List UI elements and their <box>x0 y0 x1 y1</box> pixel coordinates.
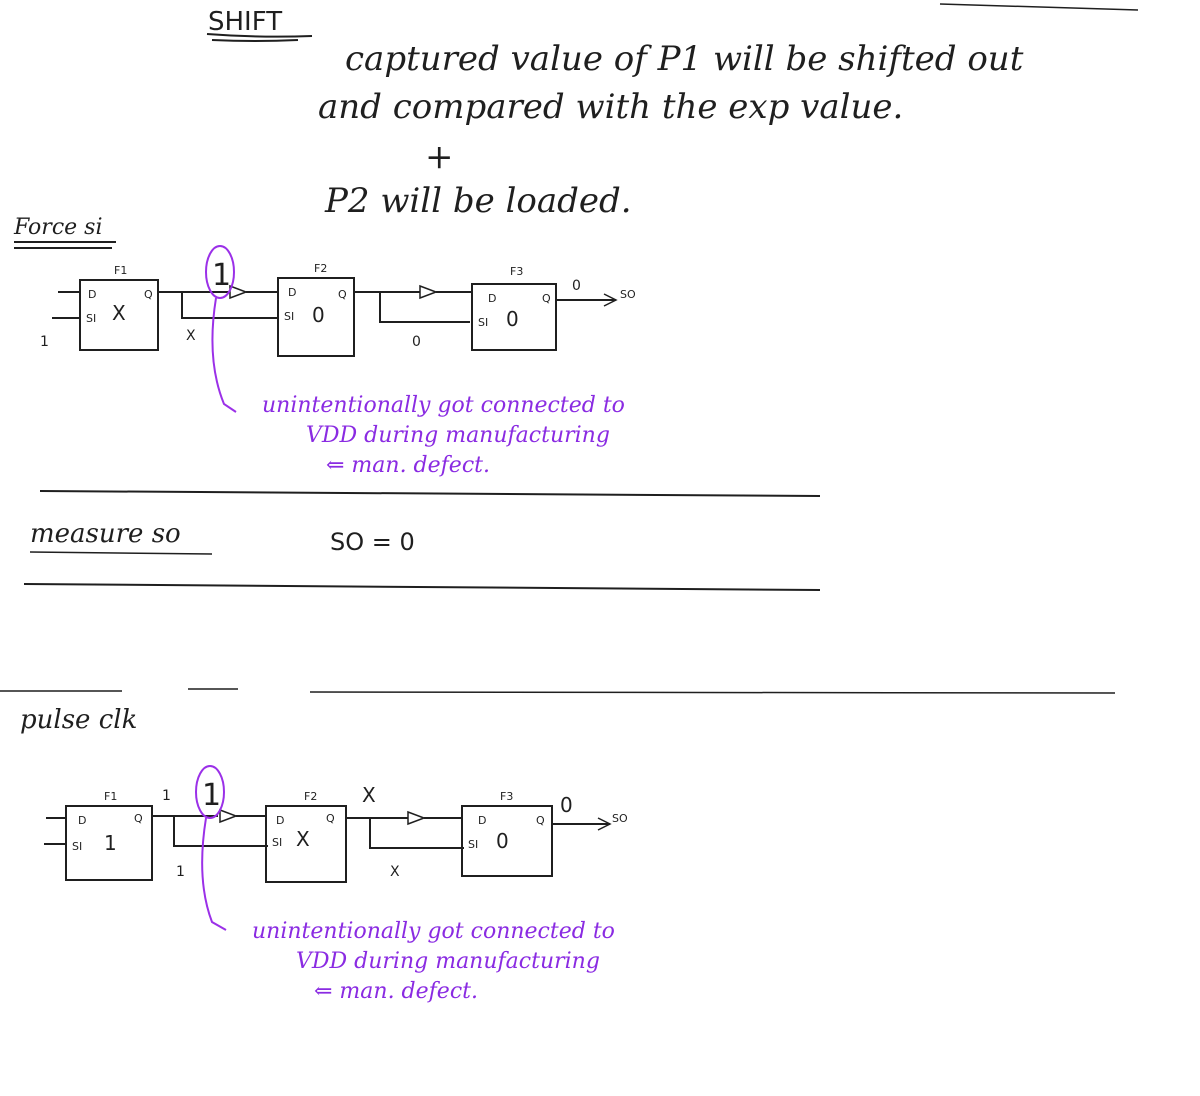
force-ff1-value: X <box>112 301 126 325</box>
force-f3-out: 0 <box>572 278 581 294</box>
force-so-arrow <box>603 293 618 307</box>
note-plus: + <box>425 137 454 177</box>
pulse-ff2-name: F2 <box>304 790 317 803</box>
force-defect-note-2: VDD during manufacturing <box>306 423 610 448</box>
force-so-label: SO <box>620 288 636 301</box>
force-ff2-q: Q <box>338 288 347 301</box>
force-ff1-q: Q <box>144 288 153 301</box>
pulse-ff1-q: Q <box>134 812 143 825</box>
force-buffer-1 <box>229 284 249 300</box>
measure-heading: measure so <box>30 519 181 549</box>
force-ff2-si: SI <box>284 310 294 323</box>
force-ff2-value: 0 <box>312 303 325 327</box>
force-ff2-name: F2 <box>314 262 327 275</box>
force-buffer-2 <box>419 284 439 300</box>
pulse-ff3-value: 0 <box>496 829 509 853</box>
measure-underline <box>29 551 213 555</box>
pulse-ff3-d: D <box>478 814 486 827</box>
pulse-ff2-box <box>265 805 347 883</box>
divider-3c <box>309 691 1116 694</box>
force-fault-circle <box>205 245 235 299</box>
pulse-ff2-q: Q <box>326 812 335 825</box>
force-ff1-box <box>79 279 159 351</box>
divider-2 <box>23 583 821 591</box>
force-ff2-box <box>277 277 355 357</box>
pulse-fault-symbol: 1 <box>202 778 221 813</box>
pulse-net-f2q-bottom: X <box>390 864 400 880</box>
force-ff3-si: SI <box>478 316 488 329</box>
pulse-ff2-d: D <box>276 814 284 827</box>
force-ff1-si: SI <box>86 312 96 325</box>
force-ff3-d: D <box>488 292 496 305</box>
measure-result: SO = 0 <box>330 528 415 556</box>
shift-title: SHIFT <box>208 7 282 37</box>
pulse-so-label: SO <box>612 812 628 825</box>
pulse-net-f2q-top: X <box>362 783 376 807</box>
pulse-f3-out: 0 <box>560 793 573 817</box>
force-ff3-box <box>471 283 557 351</box>
pulse-heading: pulse clk <box>20 705 137 735</box>
pulse-defect-note-1: unintentionally got connected to <box>252 919 615 944</box>
pulse-fault-arrow <box>201 817 227 931</box>
pulse-net-f1q-top: 1 <box>162 788 171 804</box>
pulse-buffer-2 <box>407 810 427 826</box>
force-ff3-value: 0 <box>506 307 519 331</box>
force-ff1-name: F1 <box>114 264 127 277</box>
force-net-f2q: 0 <box>412 334 421 350</box>
pulse-ff2-si: SI <box>272 836 282 849</box>
note-line-1: captured value of P1 will be shifted out <box>345 39 1024 79</box>
pulse-ff3-name: F3 <box>500 790 513 803</box>
pulse-ff1-value: 1 <box>104 831 117 855</box>
force-ff3-q: Q <box>542 292 551 305</box>
pulse-defect-note-3: ⇐ man. defect. <box>314 979 478 1004</box>
shift-underline <box>206 33 313 38</box>
pulse-defect-note-2: VDD during manufacturing <box>296 949 600 974</box>
pulse-fault-circle <box>195 765 225 819</box>
top-rule <box>939 3 1139 11</box>
pulse-ff1-d: D <box>78 814 86 827</box>
force-defect-note-1: unintentionally got connected to <box>262 393 625 418</box>
force-circuit: F1 D SI Q X 1 X 1 F2 D SI Q 0 0 F3 D <box>40 245 636 413</box>
shift-underline-2 <box>211 39 299 42</box>
force-fault-symbol: 1 <box>212 258 231 293</box>
force-si-input: 1 <box>40 334 49 350</box>
pulse-ff3-box <box>461 805 553 877</box>
pulse-ff3-q: Q <box>536 814 545 827</box>
pulse-ff1-si: SI <box>72 840 82 853</box>
force-ff2-d: D <box>288 286 296 299</box>
note-line-3: P2 will be loaded. <box>324 181 632 221</box>
force-ff1-d: D <box>88 288 96 301</box>
pulse-net-f1q-bottom: 1 <box>176 864 185 880</box>
force-net-f1q: X <box>186 328 196 344</box>
force-ff3-name: F3 <box>510 265 523 278</box>
divider-1 <box>39 490 821 497</box>
pulse-ff1-name: F1 <box>104 790 117 803</box>
pulse-ff2-value: X <box>296 827 310 851</box>
force-si-heading: Force si <box>13 215 102 240</box>
force-defect-note-3: ⇐ man. defect. <box>326 453 490 478</box>
pulse-buffer-1 <box>219 808 239 824</box>
force-fault-arrow <box>211 297 237 413</box>
note-line-2: and compared with the exp value. <box>318 87 903 127</box>
pulse-so-arrow <box>597 817 612 831</box>
pulse-circuit: F1 D SI Q 1 1 1 1 F2 D SI Q X X X F3 <box>44 765 628 931</box>
pulse-ff3-si: SI <box>468 838 478 851</box>
